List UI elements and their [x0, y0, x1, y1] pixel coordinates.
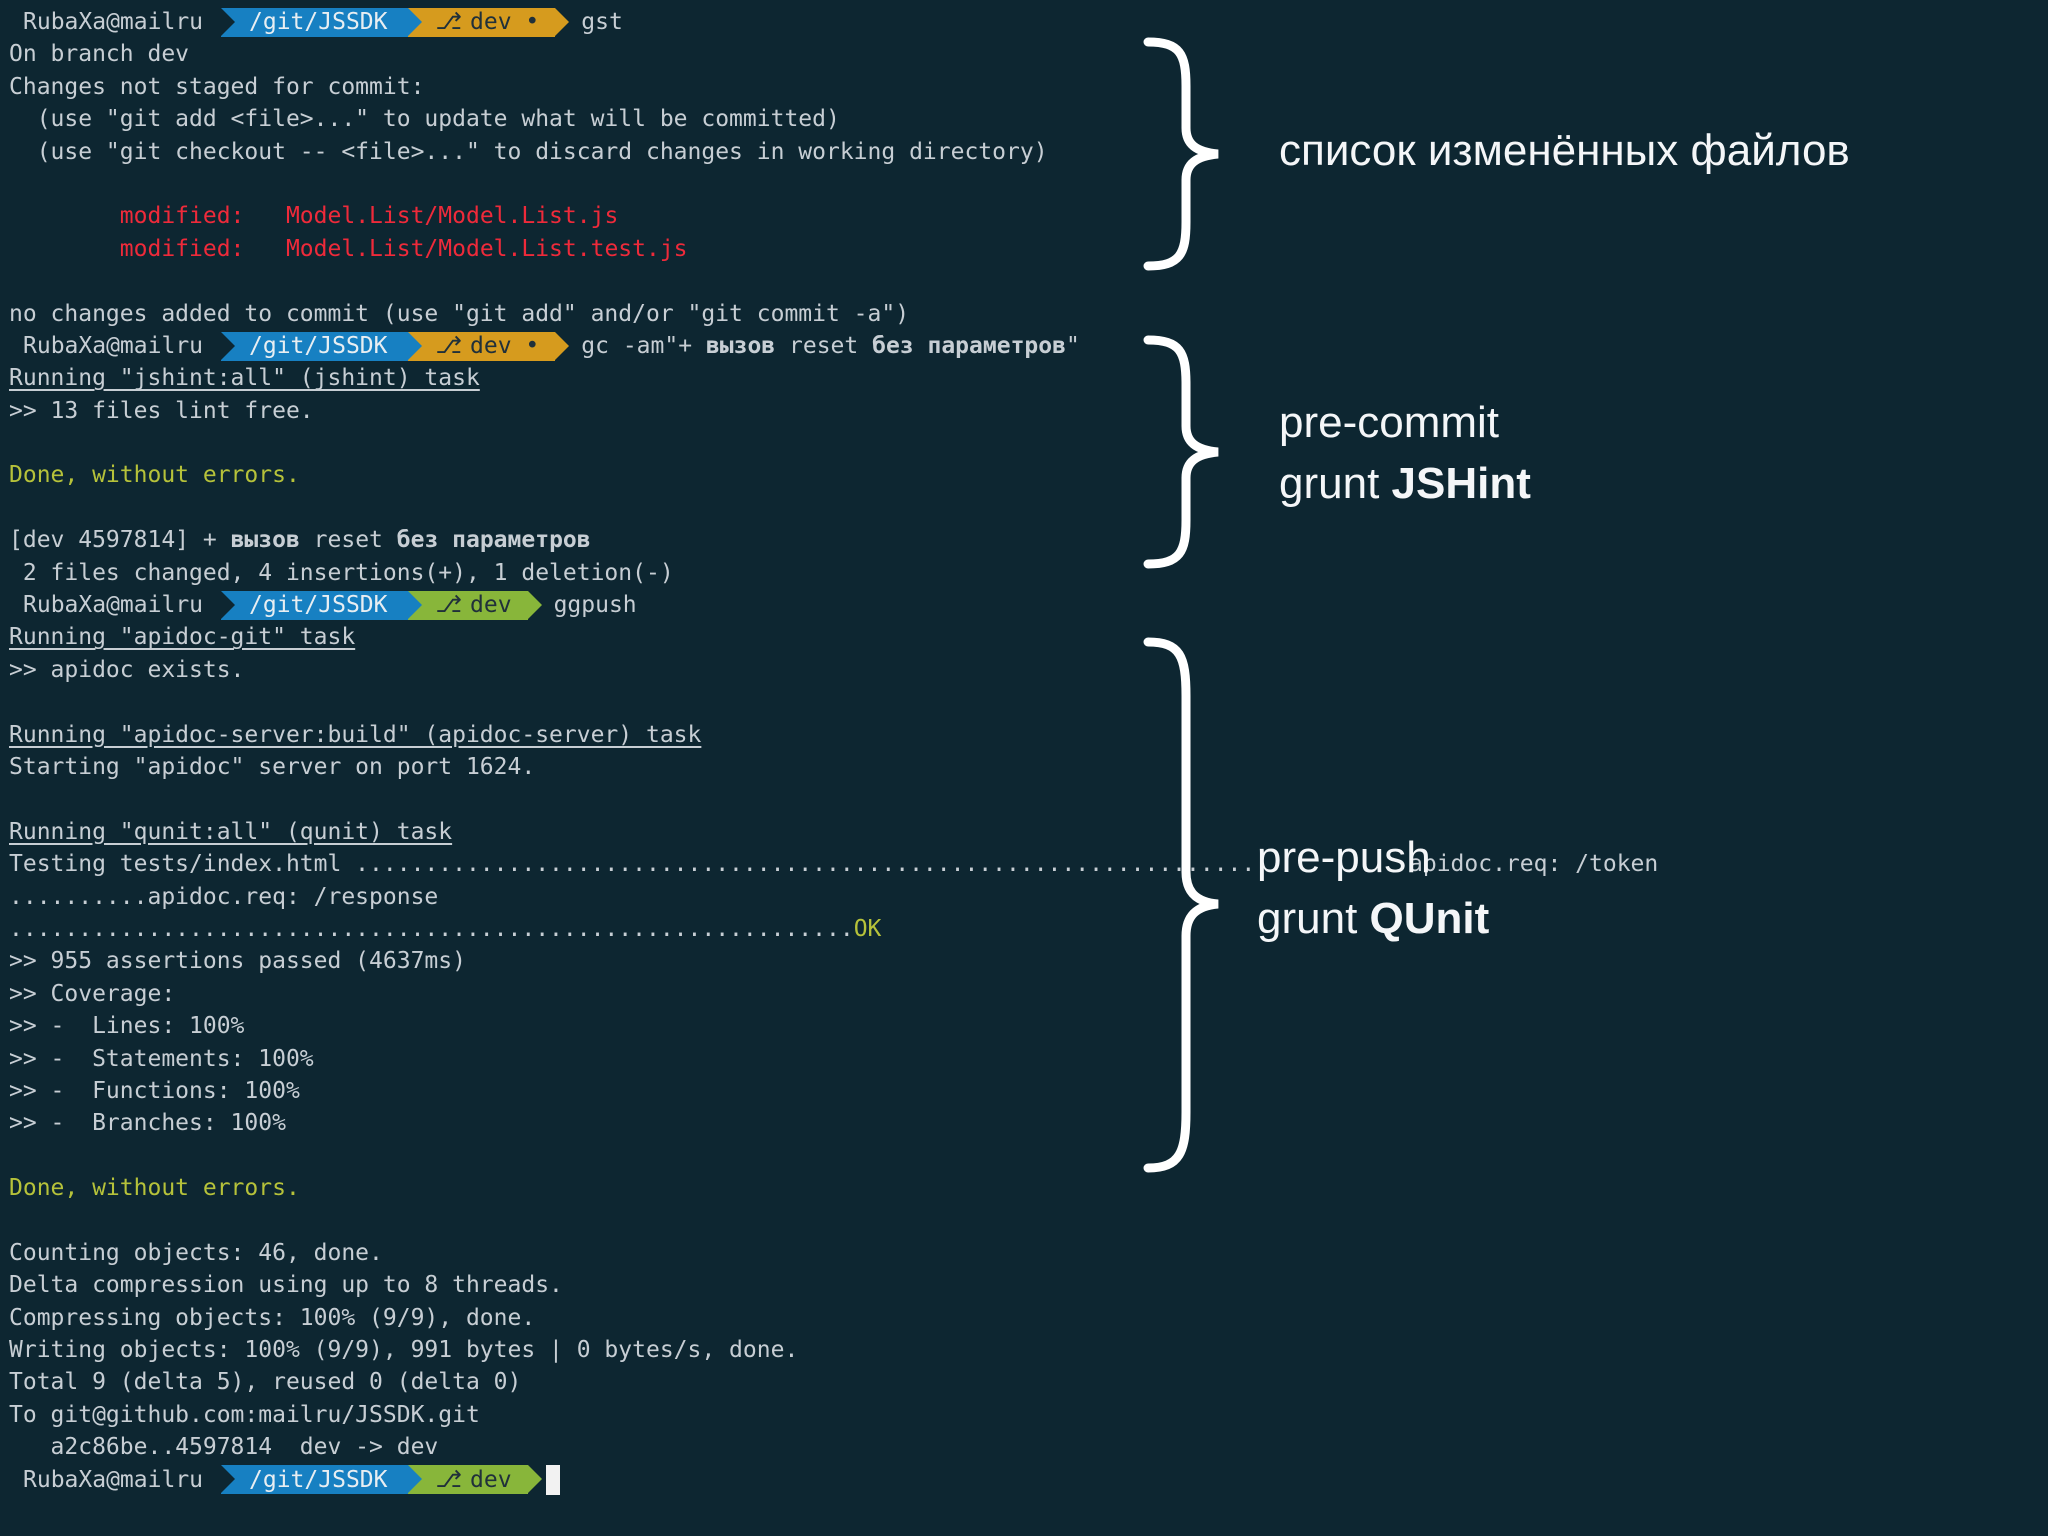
modified-file-line: modified: Model.List/Model.List.test.js — [9, 235, 688, 262]
modified-file-line: modified: Model.List/Model.List.js — [9, 203, 619, 230]
annotation-changed-files: список изменённых файлов — [1279, 126, 1850, 175]
prompt-line: RubaXa@mailru /git/JSSDK ⎇dev • gc -am"+… — [9, 330, 1409, 362]
output-line: (use "git checkout -- <file>..." to disc… — [9, 138, 1048, 165]
prompt-user: RubaXa@mailru — [9, 1465, 236, 1495]
terminal-output[interactable]: RubaXa@mailru /git/JSSDK ⎇dev • gst On b… — [9, 6, 1658, 1496]
output-line: a2c86be..4597814 dev -> dev — [9, 1434, 439, 1461]
done-line: Done, without errors. — [9, 462, 300, 489]
output-line: >> Coverage: — [9, 980, 176, 1007]
prompt-user: RubaXa@mailru — [9, 590, 236, 620]
output-line: Total 9 (delta 5), reused 0 (delta 0) — [9, 1369, 522, 1396]
done-line: Done, without errors. — [9, 1175, 300, 1202]
terminal-cursor — [545, 1464, 560, 1495]
output-line: >> 955 assertions passed (4637ms) — [9, 948, 466, 975]
output-line: Counting objects: 46, done. — [9, 1239, 383, 1266]
prompt-path: /git/JSSDK — [221, 7, 422, 37]
prompt-branch: ⎇dev • — [407, 331, 570, 361]
prompt-path: /git/JSSDK — [221, 1465, 422, 1495]
command-text: gc -am"+ вызов reset без параметров" — [581, 332, 1080, 359]
task-heading: Running "apidoc-git" task — [9, 624, 356, 651]
output-line: 2 files changed, 4 insertions(+), 1 dele… — [9, 559, 674, 586]
overflow-text: apidoc.req: /token — [1409, 851, 1659, 878]
annotation-pre-commit: pre-commit grunt JSHint — [1279, 398, 1531, 508]
prompt-line: RubaXa@mailru /git/JSSDK ⎇dev • gst — [9, 6, 1409, 38]
output-line: >> - Statements: 100% — [9, 1045, 314, 1072]
output-line: Compressing objects: 100% (9/9), done. — [9, 1304, 536, 1331]
output-line: >> apidoc exists. — [9, 656, 245, 683]
output-line: Delta compression using up to 8 threads. — [9, 1272, 563, 1299]
output-line: no changes added to commit (use "git add… — [9, 300, 910, 327]
curly-brace-icon — [1143, 335, 1219, 569]
command-text: gst — [581, 9, 623, 35]
output-line: Changes not staged for commit: — [9, 73, 425, 100]
output-line: To git@github.com:mailru/JSSDK.git — [9, 1401, 480, 1428]
prompt-line: RubaXa@mailru /git/JSSDK ⎇dev ggpush — [9, 589, 1409, 621]
output-line: (use "git add <file>..." to update what … — [9, 106, 840, 133]
prompt-user: RubaXa@mailru — [9, 331, 236, 361]
branch-icon: ⎇ — [435, 8, 463, 35]
prompt-branch: ⎇dev — [407, 590, 542, 620]
output-line: >> - Branches: 100% — [9, 1110, 286, 1137]
task-heading: Running "qunit:all" (qunit) task — [9, 818, 453, 845]
task-heading: Running "apidoc-server:build" (apidoc-se… — [9, 721, 702, 748]
blank-line — [9, 1204, 1409, 1236]
output-line: On branch dev — [9, 41, 190, 68]
command-text: ggpush — [553, 592, 637, 619]
prompt-user: RubaXa@mailru — [9, 7, 236, 37]
branch-icon: ⎇ — [435, 1466, 463, 1493]
annotation-pre-push: pre-push grunt QUnit — [1257, 833, 1490, 943]
branch-icon: ⎇ — [435, 332, 463, 359]
output-line: >> - Lines: 100% — [9, 1013, 245, 1040]
output-line: ........................................… — [9, 915, 882, 942]
prompt-branch: ⎇dev — [407, 1465, 542, 1495]
output-line: >> - Functions: 100% — [9, 1077, 300, 1104]
dirty-marker: • — [525, 8, 540, 35]
task-heading: Running "jshint:all" (jshint) task — [9, 365, 480, 392]
output-line: Starting "apidoc" server on port 1624. — [9, 753, 536, 780]
dirty-marker: • — [525, 332, 540, 359]
commit-line: [dev 4597814] + вызов reset без параметр… — [9, 527, 591, 554]
prompt-branch: ⎇dev • — [407, 7, 570, 37]
output-line: ..........apidoc.req: /response — [9, 883, 439, 910]
output-line: Writing objects: 100% (9/9), 991 bytes |… — [9, 1337, 799, 1364]
output-line: Testing tests/index.html ...............… — [9, 848, 1658, 880]
output-line: >> 13 files lint free. — [9, 397, 314, 424]
prompt-path: /git/JSSDK — [221, 590, 422, 620]
prompt-line: RubaXa@mailru /git/JSSDK ⎇dev — [9, 1464, 1409, 1496]
curly-brace-icon — [1143, 637, 1219, 1173]
curly-brace-icon — [1143, 37, 1219, 271]
prompt-path: /git/JSSDK — [221, 331, 422, 361]
branch-icon: ⎇ — [435, 592, 463, 619]
